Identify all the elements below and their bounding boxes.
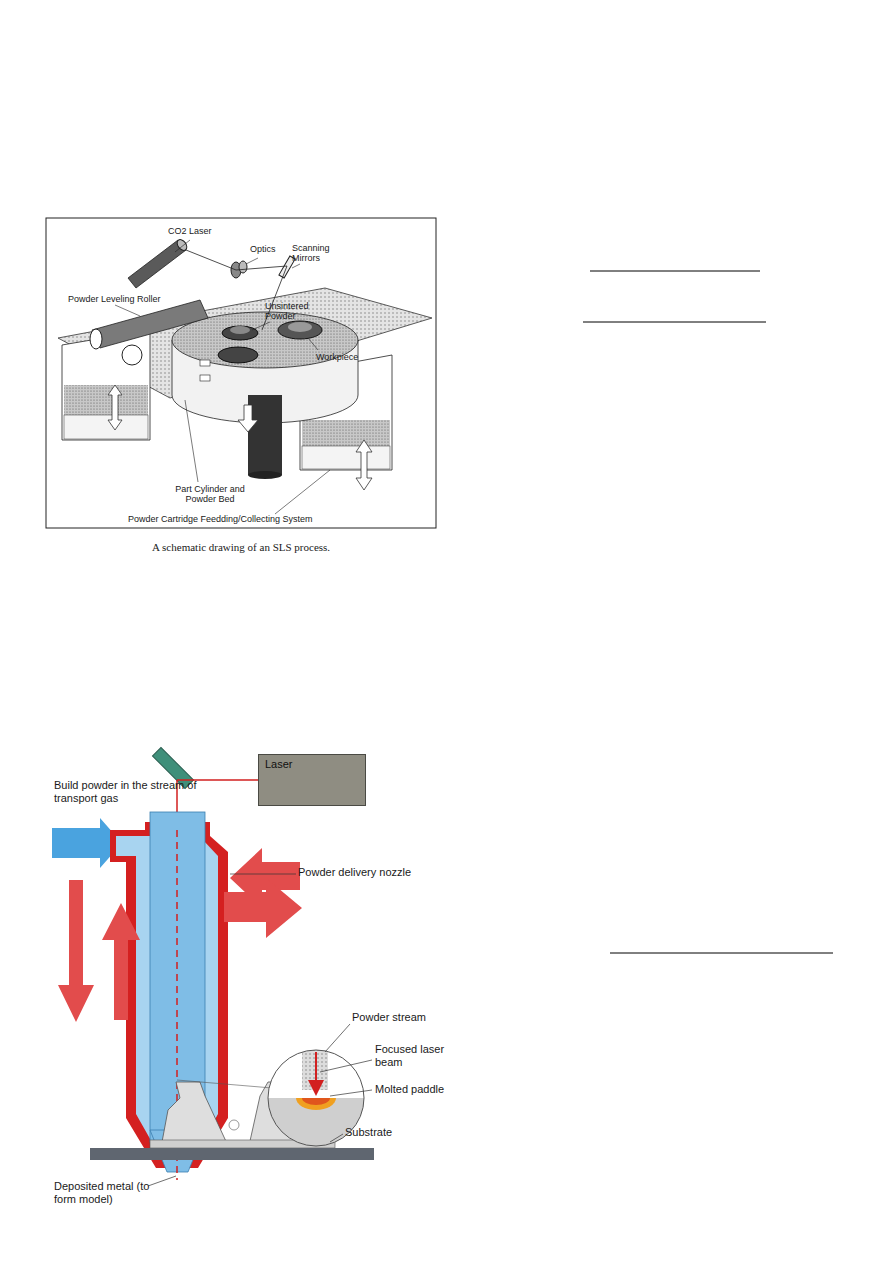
- figure-label: Build powder in the stream of transport …: [54, 779, 212, 804]
- figure-label: Substrate: [345, 1126, 392, 1139]
- figure-label: Molted paddle: [375, 1083, 444, 1096]
- figure-label: Deposited metal (to form model): [54, 1180, 164, 1205]
- figure-label: Powder Leveling Roller: [68, 294, 161, 304]
- figure-label: Unsintered Powder: [265, 301, 323, 322]
- laser-box: Laser: [258, 754, 366, 806]
- figure-label: Optics: [250, 244, 276, 254]
- box-label: Laser: [265, 758, 359, 770]
- figure-label: Scanning Mirrors: [292, 243, 347, 264]
- figure-label: Focused laser beam: [375, 1043, 445, 1068]
- figure-label: Powder Cartridge Feedding/Collecting Sys…: [128, 514, 313, 524]
- figure-caption: A schematic drawing of an SLS process.: [152, 541, 330, 554]
- figure-label: Workpiece: [316, 352, 358, 362]
- figure-label: Part Cylinder and Powder Bed: [170, 484, 250, 505]
- figure-label: Powder stream: [352, 1011, 426, 1024]
- figure-label: CO2 Laser: [168, 226, 212, 236]
- figure-label: Powder delivery nozzle: [298, 866, 411, 879]
